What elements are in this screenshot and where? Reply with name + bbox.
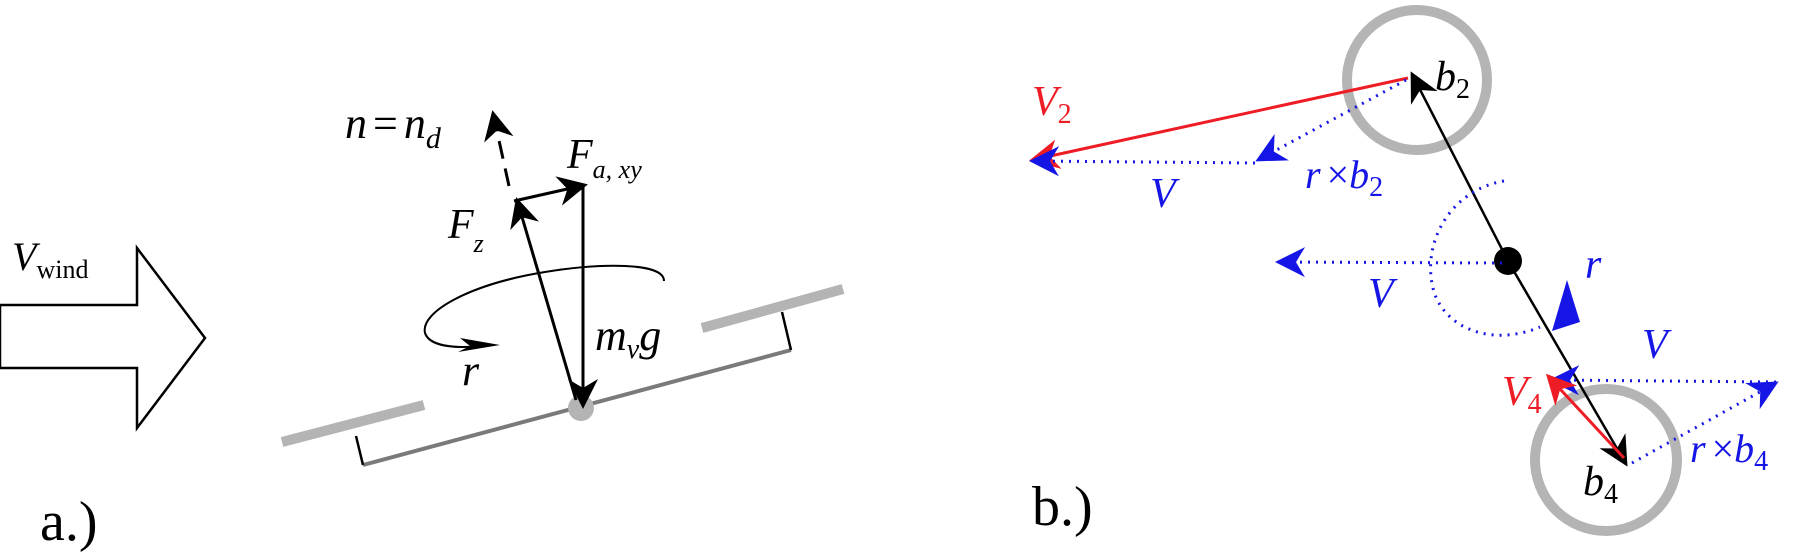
yaw-rotation-arc <box>423 264 665 348</box>
vehicle-body <box>280 284 845 467</box>
force-z-label: Fz <box>447 202 484 258</box>
b4-label: b4 <box>1583 459 1618 510</box>
panel-a: Vwind n=nd Fz Fa, xy mvg <box>0 99 845 553</box>
yaw-arrowhead <box>458 338 500 352</box>
center-dot <box>1494 247 1522 275</box>
V2-label: V2 <box>1032 79 1072 130</box>
V-center-label: V <box>1368 271 1398 317</box>
yaw-rate-label-b: r <box>1585 242 1602 288</box>
b4-vector <box>1506 260 1628 467</box>
r-cross-b2-label: r×b2 <box>1305 152 1383 203</box>
normal-vector <box>484 110 514 187</box>
V4-label: V4 <box>1502 369 1542 420</box>
r-cross-b2-vector <box>1255 78 1407 162</box>
wheel-b2 <box>1342 5 1492 155</box>
force-xy-vector <box>513 176 588 206</box>
b2-label: b2 <box>1435 54 1470 105</box>
wheel-b4 <box>1530 384 1682 536</box>
center-of-mass-dot <box>568 395 594 421</box>
yaw-rate-arrowhead <box>1552 280 1580 331</box>
b2-vector <box>1410 71 1510 262</box>
V-center-vector <box>1275 247 1503 278</box>
wind-label: Vwind <box>12 234 88 284</box>
V-bottom-label: V <box>1642 322 1672 368</box>
panel-a-label: a.) <box>40 491 98 553</box>
force-z-vector <box>510 197 578 401</box>
panel-b: b2 b4 r V2 V r×b2 V V4 V r×b4 <box>1029 5 1779 538</box>
V-top-label: V <box>1150 171 1180 217</box>
V4-vector <box>1545 373 1626 460</box>
r-cross-b4-label: r×b4 <box>1690 426 1768 477</box>
force-xy-label: Fa, xy <box>566 132 642 184</box>
r-cross-b4-vector <box>1631 381 1779 465</box>
V2-vector <box>1029 76 1409 169</box>
yaw-rate-arc <box>1429 179 1541 337</box>
panel-b-label: b.) <box>1032 476 1093 538</box>
V-bottom-vector <box>1549 365 1777 396</box>
wind-arrow <box>0 244 207 432</box>
weight-label: mvg <box>595 311 661 365</box>
V-top-vector <box>1029 146 1256 177</box>
yaw-rate-label: r <box>462 346 480 395</box>
normal-label: n=nd <box>345 99 442 155</box>
